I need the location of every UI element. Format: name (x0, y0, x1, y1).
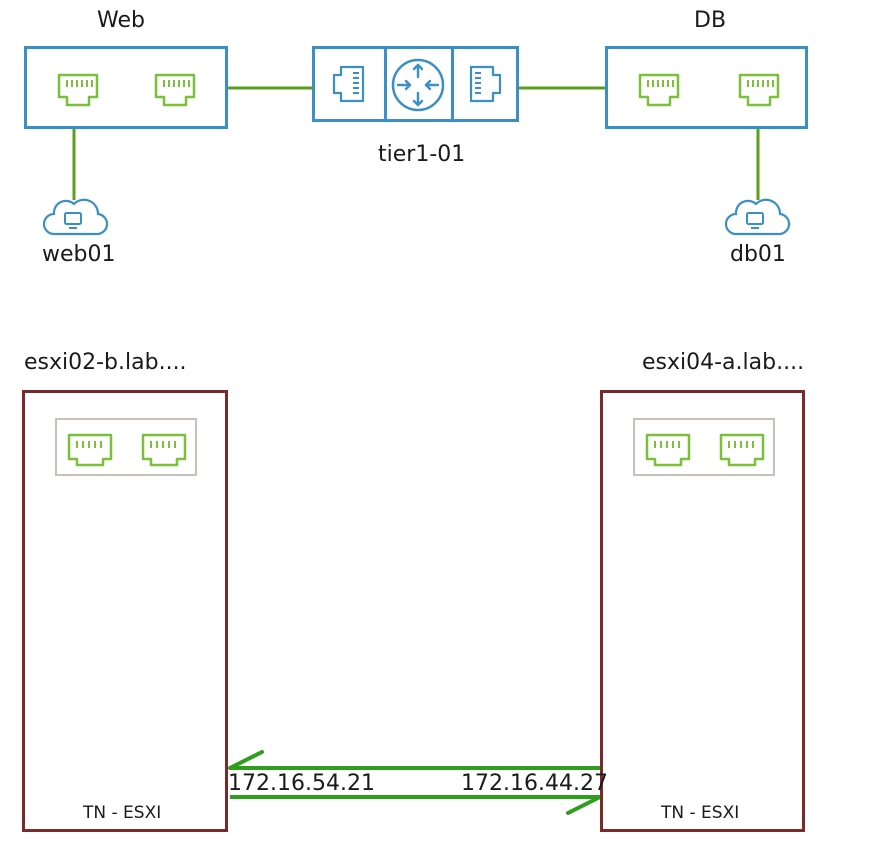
host-right-footer: TN - ESXI (661, 803, 740, 823)
ethernet-port-icon (738, 73, 780, 107)
ethernet-port-icon (638, 73, 680, 107)
host-nic-group (633, 418, 775, 476)
vm-web01-label: web01 (42, 242, 116, 267)
ethernet-port-icon (154, 73, 196, 107)
router-divider-right (451, 49, 454, 119)
ethernet-port-icon (719, 433, 765, 467)
tunnel-arrowhead-right-a (566, 795, 602, 815)
host-nic-group (55, 418, 197, 476)
segment-web-label: Web (97, 8, 145, 33)
ethernet-port-icon (645, 433, 691, 467)
host-left[interactable]: TN - ESXI (22, 390, 228, 832)
host-left-footer: TN - ESXI (83, 803, 162, 823)
router-label: tier1-01 (378, 142, 466, 167)
host-right[interactable]: TN - ESXI (600, 390, 805, 832)
cloud-vm-icon[interactable] (40, 196, 109, 238)
segment-web[interactable] (24, 46, 228, 129)
segment-db[interactable] (605, 46, 808, 129)
ethernet-port-icon (332, 65, 365, 103)
segment-db-label: DB (694, 8, 727, 33)
vm-db01-label: db01 (730, 242, 786, 267)
host-left-label: esxi02-b.lab.... (24, 350, 187, 375)
tunnel-right-ip: 172.16.44.27 (461, 771, 608, 796)
cloud-vm-icon[interactable] (722, 196, 791, 238)
ethernet-port-icon (67, 433, 113, 467)
tunnel-left-ip: 172.16.54.21 (228, 771, 375, 796)
tunnel-arrowhead-left-a (228, 750, 264, 770)
ethernet-port-icon (57, 73, 99, 107)
ethernet-port-icon (469, 65, 502, 103)
host-right-label: esxi04-a.lab.... (642, 350, 805, 375)
ethernet-port-icon (141, 433, 187, 467)
router-icon (391, 58, 445, 112)
router-tier1[interactable] (312, 46, 519, 122)
router-divider-left (384, 49, 387, 119)
tunnel-arrow-icon (228, 750, 602, 815)
